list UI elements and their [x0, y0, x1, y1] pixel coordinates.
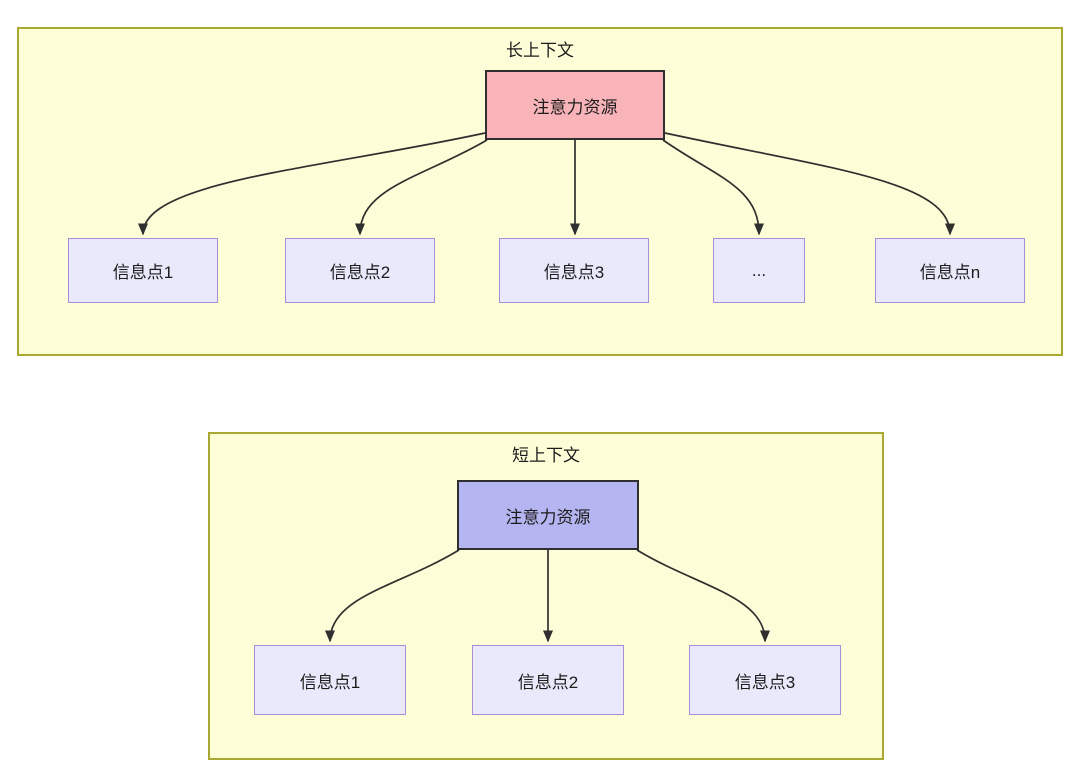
info-point-label: 信息点1 [112, 263, 174, 282]
arrow-to-info-1 [325, 549, 460, 643]
info-point-label: 信息点2 [329, 263, 391, 282]
long-context-panel: 长上下文 注意力资源 信息点1 信息点2 信息点3 ... [17, 27, 1063, 356]
arrow-to-info-2 [355, 139, 488, 236]
info-point-1-node-short: 信息点1 [254, 645, 406, 715]
short-context-panel: 短上下文 注意力资源 信息点1 信息点2 信息点3 [208, 432, 884, 760]
info-point-3-node-short: 信息点3 [689, 645, 841, 715]
arrow-to-info-1 [138, 132, 486, 236]
info-point-label: 信息点n [919, 263, 981, 282]
info-point-2-node-short: 信息点2 [472, 645, 624, 715]
arrow-to-info-n [664, 132, 955, 236]
info-point-label: 信息点3 [543, 263, 605, 282]
attention-resource-label: 注意力资源 [532, 97, 618, 117]
info-point-label: 信息点3 [734, 672, 796, 692]
arrow-to-info-3 [636, 549, 770, 643]
arrow-to-info-ellipsis [662, 139, 764, 236]
info-point-label: 信息点1 [299, 672, 361, 692]
long-context-title: 长上下文 [506, 41, 574, 60]
attention-resource-node-short: 注意力资源 [457, 480, 639, 550]
short-context-title: 短上下文 [512, 446, 580, 465]
attention-resource-node-long: 注意力资源 [485, 70, 665, 140]
attention-resource-label: 注意力资源 [505, 507, 591, 527]
info-point-ellipsis-node-long: ... [713, 238, 805, 303]
info-point-2-node-long: 信息点2 [285, 238, 435, 303]
info-point-label: 信息点2 [517, 672, 579, 692]
info-point-3-node-long: 信息点3 [499, 238, 649, 303]
info-point-1-node-long: 信息点1 [68, 238, 218, 303]
info-point-n-node-long: 信息点n [875, 238, 1025, 303]
info-point-label: ... [751, 260, 767, 280]
